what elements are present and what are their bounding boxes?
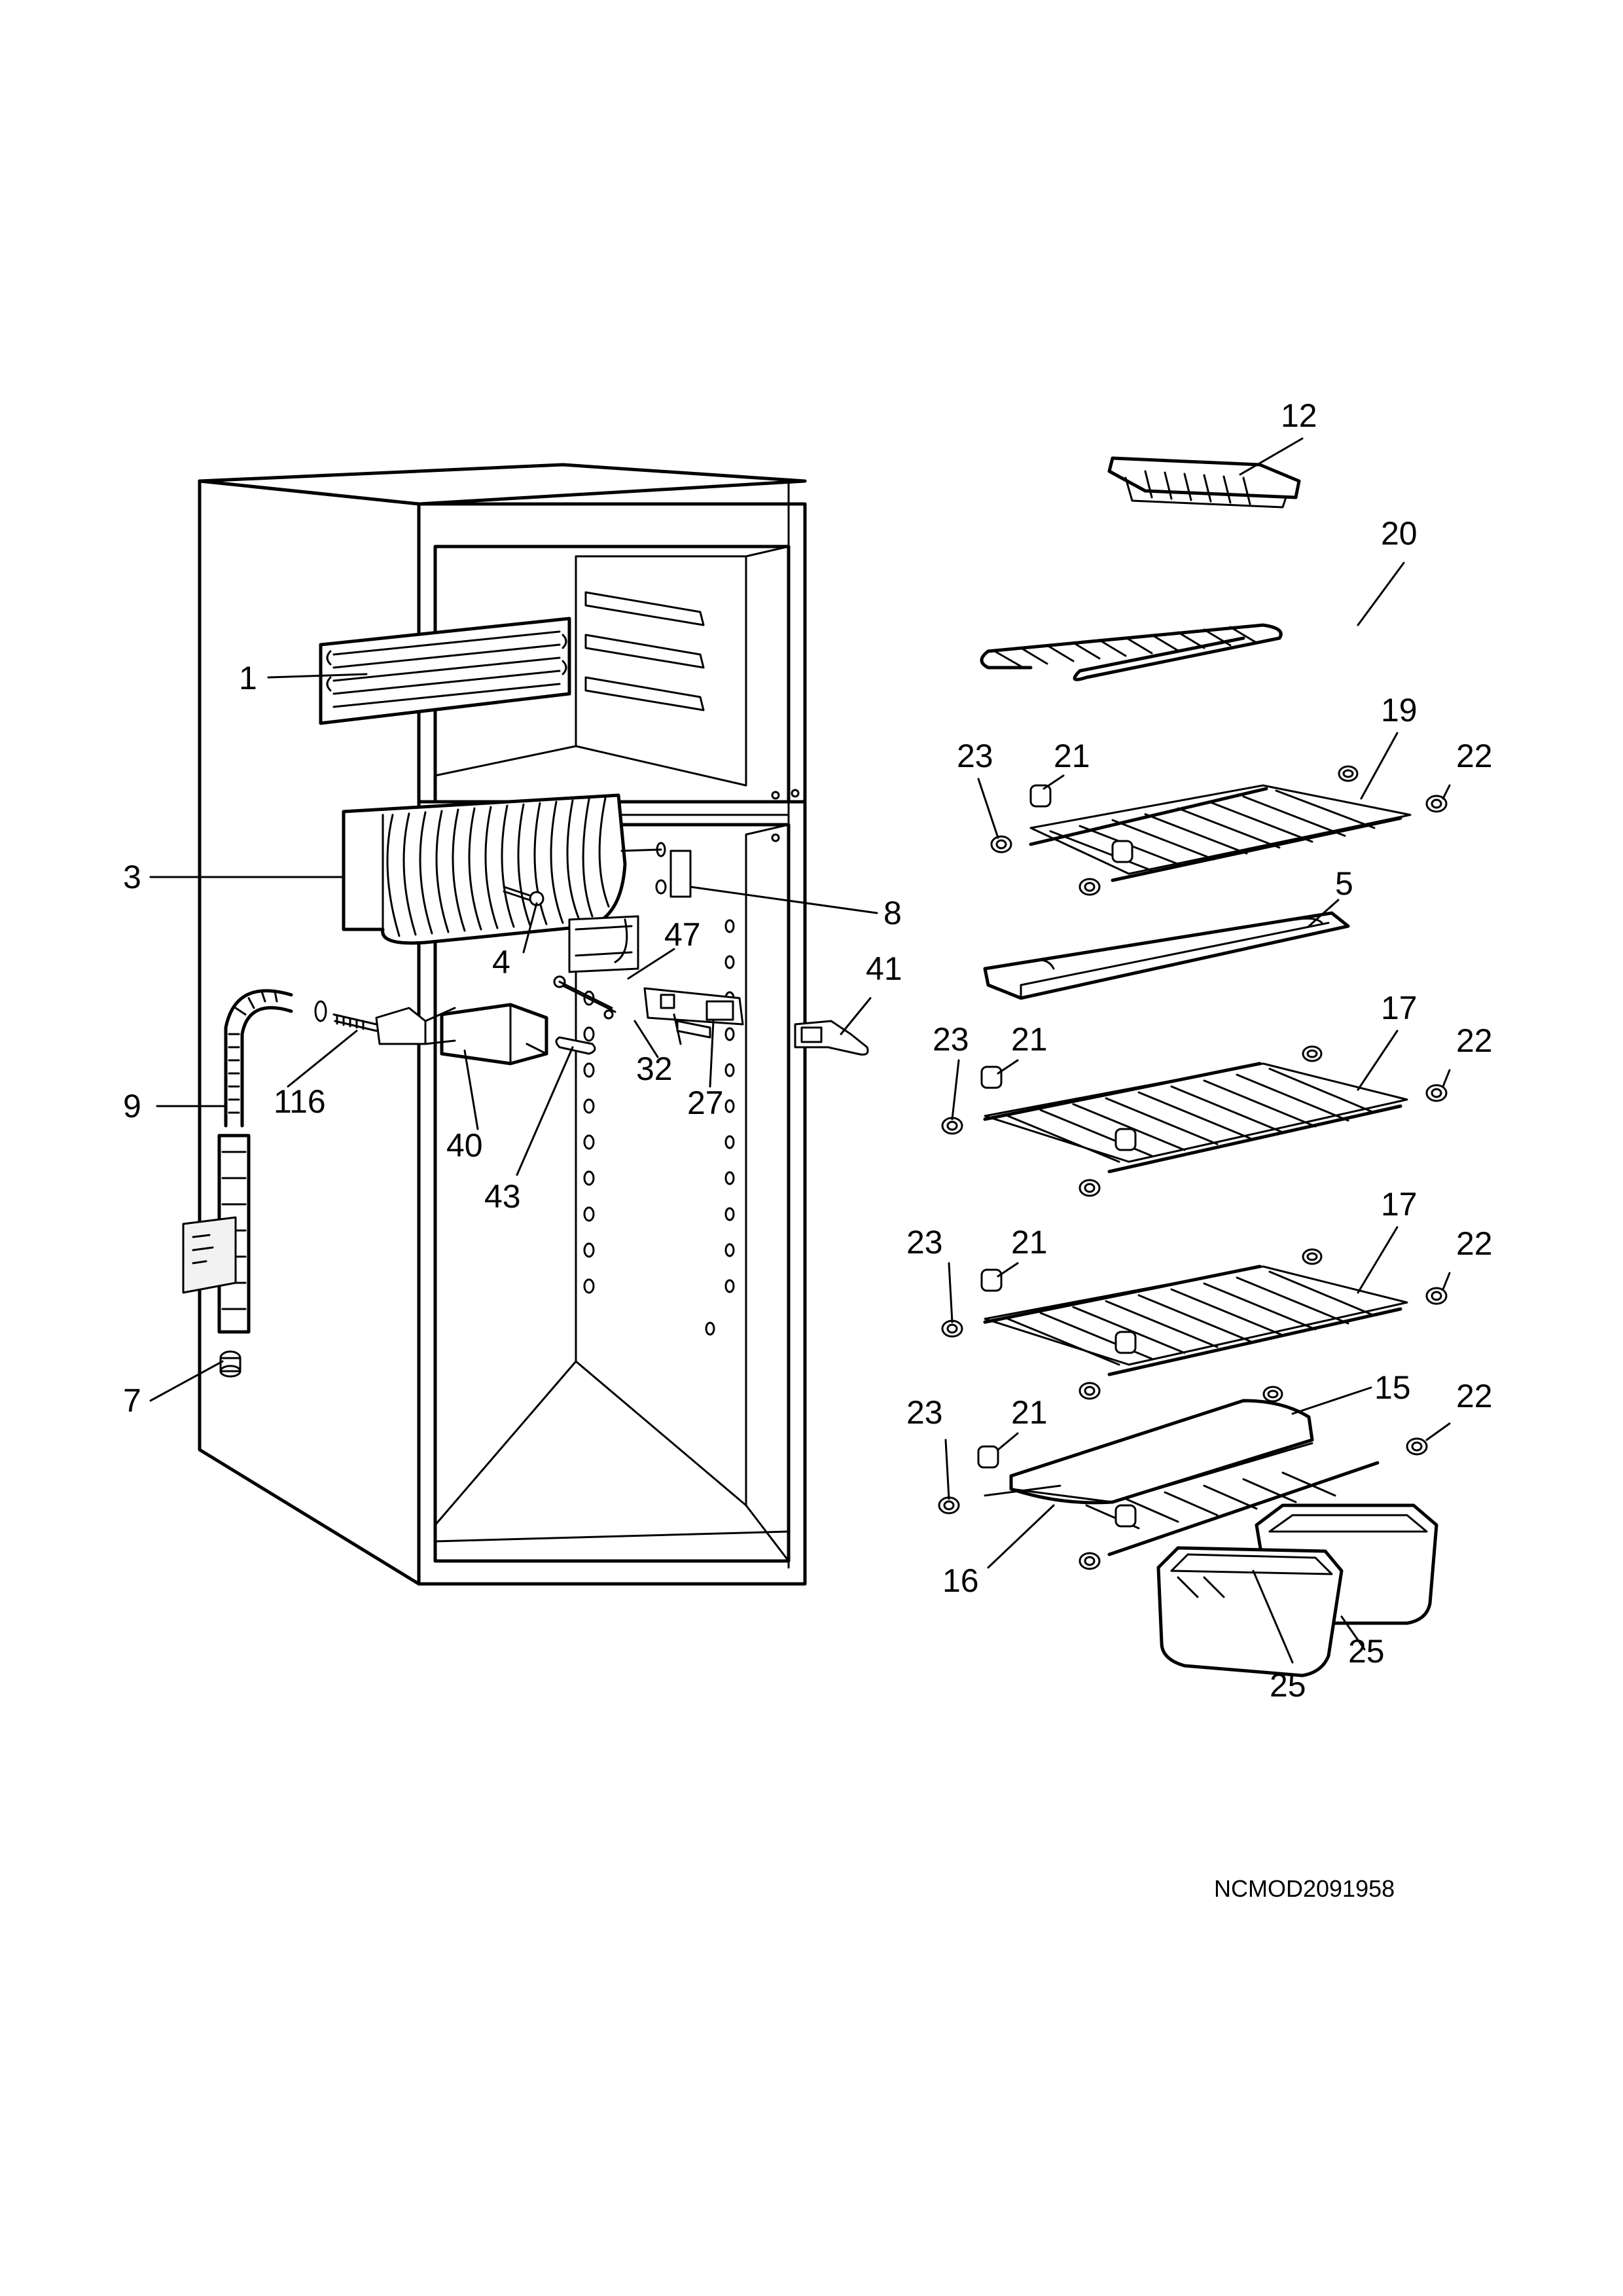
label-part-22-row3: 22 bbox=[1456, 1225, 1493, 1262]
label-part-1: 1 bbox=[239, 660, 257, 696]
label-part-32: 32 bbox=[636, 1050, 673, 1087]
wire-shelf-part-17-upper bbox=[983, 1062, 1408, 1174]
label-part-21-row4: 21 bbox=[1011, 1394, 1048, 1431]
label-part-47: 47 bbox=[664, 916, 701, 953]
leader-lines bbox=[149, 437, 1451, 1664]
crisper-drawer-part-25-front bbox=[1156, 1546, 1344, 1677]
wire-shelf-part-19 bbox=[1029, 784, 1412, 882]
label-part-22-row1: 22 bbox=[1456, 738, 1493, 774]
label-part-41: 41 bbox=[866, 950, 902, 987]
label-part-12: 12 bbox=[1281, 397, 1317, 434]
thermostat-assembly bbox=[553, 915, 744, 1055]
label-part-116: 116 bbox=[274, 1083, 326, 1120]
label-part-5: 5 bbox=[1335, 865, 1353, 902]
label-part-23-row1: 23 bbox=[957, 738, 993, 774]
label-part-27: 27 bbox=[687, 1085, 724, 1121]
label-part-3: 3 bbox=[123, 859, 141, 895]
label-part-16: 16 bbox=[942, 1562, 979, 1599]
part-number-labels: 1 3 4 5 7 8 9 12 15 16 17 17 19 20 21 21… bbox=[123, 397, 1493, 1902]
label-part-43: 43 bbox=[484, 1178, 521, 1215]
ice-tray-part-12 bbox=[1107, 456, 1301, 509]
wire-shelf-part-17-lower bbox=[983, 1265, 1408, 1376]
label-part-25-front: 25 bbox=[1270, 1667, 1306, 1704]
drain-cap-part-7 bbox=[219, 1350, 241, 1378]
freezer-evaporator bbox=[319, 617, 571, 725]
label-part-40: 40 bbox=[446, 1127, 483, 1164]
screw-part-4 bbox=[503, 886, 544, 906]
tray-part-5 bbox=[983, 911, 1350, 1000]
label-part-20: 20 bbox=[1381, 515, 1418, 552]
crisper-frame-part-16 bbox=[984, 1461, 1380, 1556]
label-part-17-upper: 17 bbox=[1381, 990, 1418, 1026]
cover-part-40 bbox=[440, 1003, 548, 1066]
glass-shelf-part-15 bbox=[1009, 1399, 1314, 1505]
label-part-23-row4: 23 bbox=[906, 1394, 943, 1431]
label-part-17-lower: 17 bbox=[1381, 1186, 1418, 1223]
label-part-22-row4: 22 bbox=[1456, 1378, 1493, 1414]
label-part-21-row2: 21 bbox=[1011, 1021, 1048, 1058]
lamp-holder-part-116 bbox=[314, 1000, 456, 1045]
label-part-22-row2: 22 bbox=[1456, 1022, 1493, 1059]
drain-hose-part-9 bbox=[182, 989, 293, 1378]
label-part-23-row2: 23 bbox=[933, 1021, 969, 1058]
label-part-15: 15 bbox=[1374, 1369, 1411, 1406]
label-part-23-row3: 23 bbox=[906, 1224, 943, 1261]
label-part-19: 19 bbox=[1381, 692, 1418, 728]
shelf-clips bbox=[938, 765, 1448, 1570]
label-part-21-row1: 21 bbox=[1054, 738, 1090, 774]
label-part-25-back: 25 bbox=[1348, 1633, 1385, 1670]
label-part-7: 7 bbox=[123, 1382, 141, 1419]
freezer-wire-shelf-part-20 bbox=[980, 623, 1283, 681]
label-part-8: 8 bbox=[883, 895, 902, 931]
label-part-4: 4 bbox=[492, 944, 510, 980]
bracket-part-8 bbox=[655, 850, 692, 898]
drawing-code: NCMOD2091958 bbox=[1214, 1875, 1395, 1902]
label-part-21-row3: 21 bbox=[1011, 1224, 1048, 1261]
label-part-9: 9 bbox=[123, 1088, 141, 1124]
knob-part-41 bbox=[794, 1020, 869, 1056]
